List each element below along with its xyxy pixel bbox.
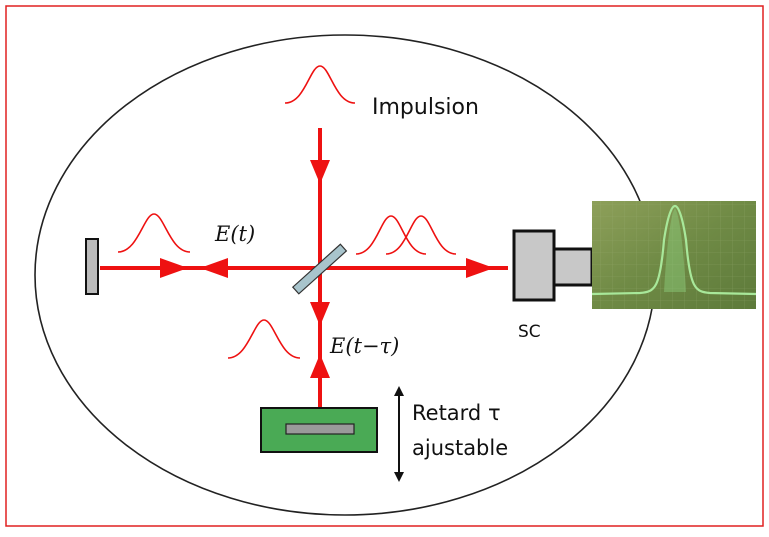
detector-icon [514,231,554,300]
pulse-bottom [228,320,300,358]
arrow-right-left [160,258,188,278]
arrow-down-bottom [310,302,330,326]
oscilloscope-screen-icon [592,201,756,309]
detector-lens-icon [554,249,592,285]
arrow-down-top [310,160,330,184]
arrow-right-right [466,258,494,278]
label-field-t: E(t) [215,222,255,246]
label-field-t-tau: E(t−τ) [330,334,399,358]
delay-mirror-icon [286,424,354,434]
pulse-double-2 [386,216,456,254]
pulse-double-1 [356,216,426,254]
arrow-left-left [200,258,228,278]
mirror-icon [86,239,98,294]
pulse-top [285,66,355,103]
label-detector: SC [518,322,541,342]
double-arrow-icon [394,386,404,482]
label-delay-line2: ajustable [412,436,508,460]
arrow-up-bottom [310,354,330,378]
pulse-left [118,214,190,252]
label-impulsion: Impulsion [372,95,479,120]
label-delay-line1: Retard τ [412,401,501,425]
